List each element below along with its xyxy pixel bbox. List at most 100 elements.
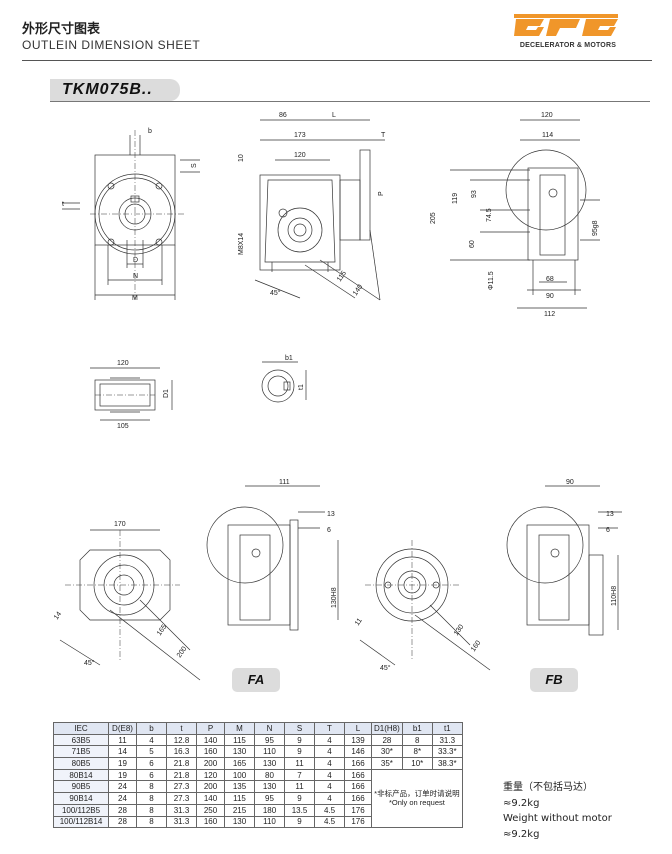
cell: 38.3* — [431, 757, 463, 770]
dim-68: 68 — [546, 276, 554, 283]
cell: 6 — [136, 757, 167, 770]
cell: 120 — [196, 768, 225, 782]
cell: 80B5 — [53, 757, 109, 770]
cell: 166 — [344, 780, 372, 794]
dim-M: M — [132, 295, 138, 302]
cell: 180 — [254, 803, 285, 817]
cell: 160 — [196, 745, 225, 759]
cell: 8 — [136, 780, 167, 794]
view-rear — [450, 119, 600, 309]
dim-fb-13: 13 — [606, 511, 614, 518]
cell: 11 — [108, 733, 137, 747]
weight-info: 重量（不包括马达） ≈9.2kg Weight without motor ≈9… — [503, 780, 612, 842]
view-fb-flange — [359, 540, 491, 671]
cell: 176 — [344, 803, 372, 817]
weight-value-en: ≈9.2kg — [503, 828, 540, 840]
weight-label-en: Weight without motor — [503, 813, 612, 824]
col-header: D1(H8) — [371, 722, 403, 735]
cell: 100/112B14 — [53, 815, 109, 829]
cell: 166 — [344, 768, 372, 782]
dim-fa-45deg: 45° — [84, 659, 95, 667]
dim-205: 205 — [430, 212, 437, 224]
cell: 140 — [196, 792, 225, 805]
col-header: M — [224, 722, 255, 735]
dim-86: 86 — [279, 112, 287, 119]
dim-112: 112 — [544, 311, 555, 318]
spec-table: IEC D(E8) b t P M N S T L D1(H8) b1 t1 6… — [53, 722, 463, 829]
cell: 21.8 — [166, 757, 197, 770]
cell: 30* — [371, 745, 403, 759]
cell: 146 — [344, 745, 372, 759]
table-row: 90B14 24 8 27.3 140 115 95 9 4 166 — [53, 792, 463, 805]
cell: 7 — [284, 768, 315, 782]
col-header: N — [254, 722, 285, 735]
cell: 95 — [254, 733, 285, 747]
dim-95g8: 95g8 — [592, 220, 599, 236]
cell: 21.8 — [166, 768, 197, 782]
cell: 80B14 — [53, 768, 109, 782]
dim-shaft-105: 105 — [117, 423, 129, 430]
cell: 4.5 — [314, 803, 345, 817]
cell: 165 — [224, 757, 255, 770]
col-header: P — [196, 722, 225, 735]
cell: 14 — [108, 745, 137, 759]
view-hollow-shaft — [90, 367, 173, 421]
cell: 200 — [196, 780, 225, 794]
dim-P: P — [378, 191, 385, 196]
table-note: *非标产品，订单时请说明 *Only on request — [371, 768, 463, 829]
cell: 4 — [314, 733, 345, 747]
col-header: S — [284, 722, 315, 735]
cell: 115 — [224, 733, 255, 747]
cell: 8 — [136, 792, 167, 805]
cell: 31.3 — [166, 815, 197, 829]
cell: 4 — [136, 733, 167, 747]
view-fa-side — [206, 485, 339, 631]
dim-S: S — [191, 163, 198, 168]
cell: 71B5 — [53, 745, 109, 759]
cell: 19 — [108, 768, 137, 782]
cell: 250 — [196, 803, 225, 817]
cell: 110 — [254, 815, 285, 829]
cell: 4 — [314, 792, 345, 805]
view-fb-side — [506, 485, 622, 636]
note-en: *Only on request — [388, 798, 445, 808]
cell: 9 — [284, 792, 315, 805]
col-header: D(E8) — [108, 722, 137, 735]
col-header: T — [314, 722, 345, 735]
dim-fa-170: 170 — [114, 521, 126, 528]
table-row: 80B5 19 6 21.8 200 165 130 11 4 166 35* … — [53, 757, 463, 770]
dim-L: L — [332, 112, 336, 119]
cell: 4 — [314, 768, 345, 782]
dim-fb-130: 130 — [453, 623, 465, 637]
cell: 33.3* — [431, 745, 463, 759]
cell: 4.5 — [314, 815, 345, 829]
dim-fa-200: 200 — [176, 645, 188, 659]
cell: 8 — [401, 733, 433, 747]
dim-rear-120: 120 — [541, 112, 553, 119]
dim-60: 60 — [469, 240, 476, 248]
cell: 8* — [401, 745, 433, 759]
dim-173: 173 — [294, 132, 306, 139]
dim-fa-13: 13 — [327, 511, 335, 518]
dim-N: N — [133, 273, 138, 280]
dim-fa-165: 165 — [156, 623, 168, 637]
table-row: 90B5 24 8 27.3 200 135 130 11 4 166 — [53, 780, 463, 794]
cell: 9 — [284, 733, 315, 747]
cell: 31.3 — [166, 803, 197, 817]
cell: 130 — [224, 815, 255, 829]
cell: 35* — [371, 757, 403, 770]
cell: 110 — [254, 745, 285, 759]
logo-mark-icon — [514, 14, 618, 36]
dim-140: 140 — [352, 283, 364, 297]
header-divider — [22, 60, 652, 61]
cell: 27.3 — [166, 780, 197, 794]
cell: 100/112B5 — [53, 803, 109, 817]
dim-90: 90 — [546, 293, 554, 300]
cell: 10* — [401, 757, 433, 770]
view-front-flange — [62, 130, 200, 300]
dim-m8x14: M8X14 — [238, 233, 245, 255]
cell: 4 — [314, 780, 345, 794]
dim-t1: t1 — [298, 384, 305, 390]
table-row: 71B5 14 5 16.3 160 130 110 9 4 146 30* 8… — [53, 745, 463, 759]
col-header: L — [344, 722, 372, 735]
